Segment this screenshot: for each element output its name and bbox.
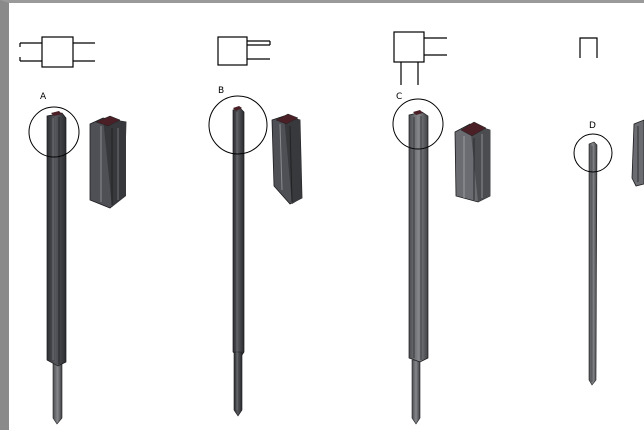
schematic-a <box>19 36 95 68</box>
post-a: A <box>28 92 80 425</box>
schematic-b <box>217 36 271 66</box>
label-b: B <box>218 86 224 96</box>
label-d: D <box>589 121 596 131</box>
detail-b <box>271 113 303 205</box>
detail-a <box>89 115 127 209</box>
detail-d <box>631 119 644 187</box>
schematic-d <box>579 37 598 58</box>
label-c: C <box>396 92 402 102</box>
post-d: D <box>573 121 613 386</box>
post-b: B <box>208 86 268 417</box>
schematic-c <box>393 31 447 85</box>
post-c: C <box>392 92 444 425</box>
label-a: A <box>40 92 47 102</box>
detail-c <box>454 121 491 203</box>
